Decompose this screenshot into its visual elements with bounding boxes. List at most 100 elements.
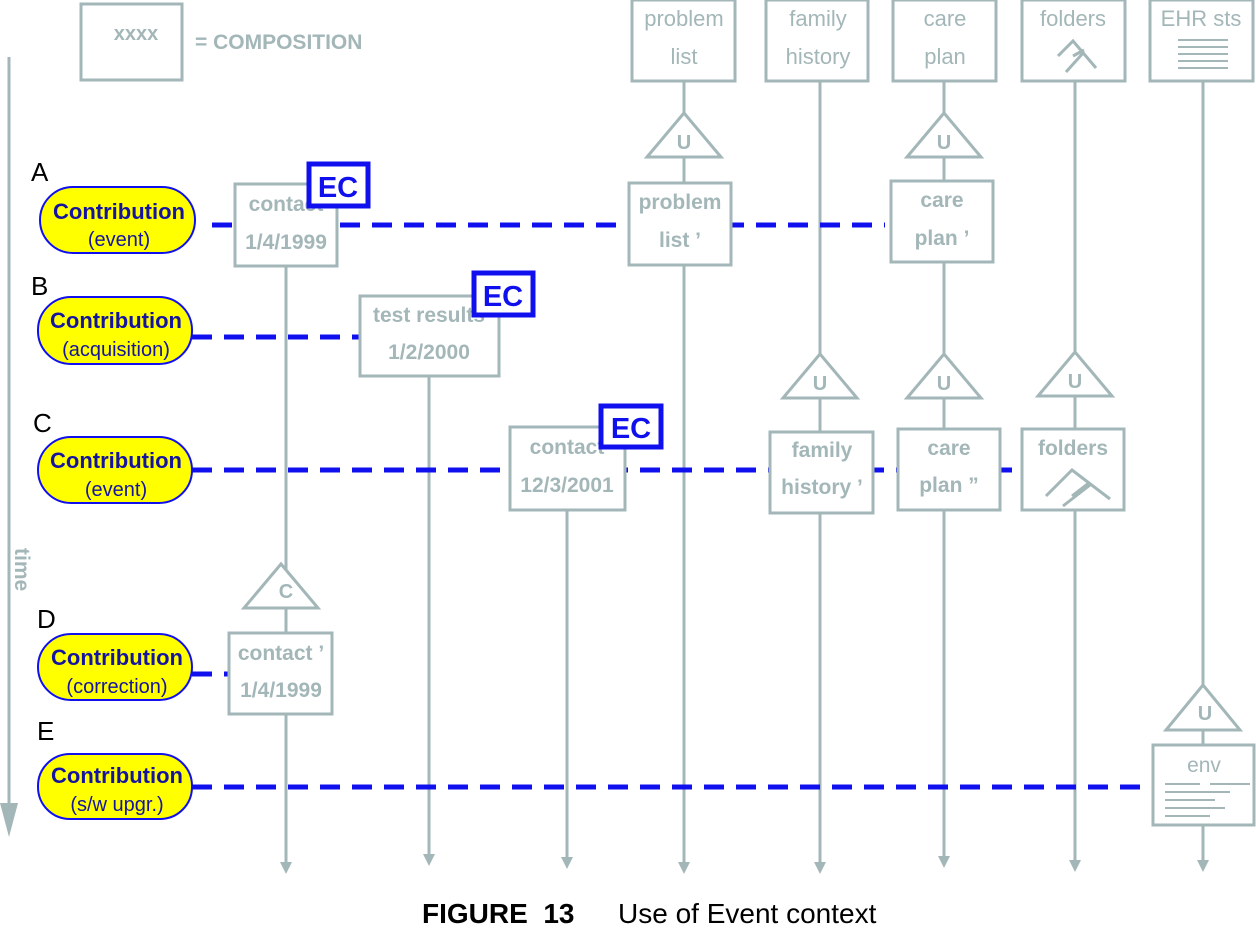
contribution-pill-e [37,753,193,820]
svg-text:U: U [937,132,951,154]
row-letter-a: A [31,157,49,187]
composition-care-plan-c: care plan ” [896,427,1002,512]
legend: xxxx = COMPOSITION [79,2,362,82]
svg-text:Contribution: Contribution [50,308,182,333]
column-header-problem-list: problem list [630,0,737,83]
svg-text:(event): (event) [85,479,147,501]
svg-text:EC: EC [611,413,651,445]
svg-text:(event): (event) [88,229,150,251]
compositions: contact 1/4/1999 problem list ’ care pla… [227,179,1256,827]
legend-label: = COMPOSITION [195,31,362,54]
row-letter-d: D [37,604,56,634]
svg-text:Contribution: Contribution [51,763,183,788]
contribution-row-b: B Contribution (acquisition) [31,271,193,365]
svg-text:folders: folders [1038,437,1108,460]
update-triangle-care-plan-a: U [903,110,985,159]
contribution-rows: A Contribution (event) B Contribution (a… [31,157,196,820]
svg-text:family: family [789,6,846,31]
svg-text:care: care [927,437,970,460]
composition-problem-list-a: problem list ’ [627,181,733,267]
composition-folders-c: folders [1020,427,1126,512]
column-header-ehr-status: EHR sts [1148,0,1255,83]
svg-text:Contribution: Contribution [50,448,182,473]
update-triangle-folders: U [1034,349,1116,398]
row-letter-c: C [33,408,52,438]
svg-text:1/4/1999: 1/4/1999 [240,679,322,702]
svg-text:12/3/2001: 12/3/2001 [520,474,614,497]
contribution-pill-d [37,633,193,701]
legend-box [79,2,184,82]
legend-box-text: xxxx [114,23,159,45]
svg-text:list: list [671,44,698,69]
ec-badge-c: EC [598,403,664,450]
svg-text:test results: test results [373,304,485,327]
composition-family-history-c: family history ’ [768,430,875,515]
contribution-row-a: A Contribution (event) [31,157,196,254]
svg-text:Contribution: Contribution [51,645,183,670]
svg-text:problem: problem [639,191,722,214]
contribution-row-c: C Contribution (event) [33,408,193,504]
svg-text:list ’: list ’ [659,229,701,252]
svg-text:env: env [1187,754,1221,777]
row-letter-e: E [37,716,54,746]
composition-test-results: test results 1/2/2000 [358,294,501,378]
column-header-folders: folders [1020,0,1127,83]
time-arrowhead [0,803,18,837]
svg-text:U: U [1198,703,1212,725]
svg-text:(s/w upgr.): (s/w upgr.) [70,794,163,816]
svg-text:(acquisition): (acquisition) [62,339,170,361]
svg-text:history ’: history ’ [781,476,863,499]
row-letter-b: B [31,271,48,301]
svg-text:Contribution: Contribution [53,199,185,224]
svg-text:EHR sts: EHR sts [1161,6,1242,31]
svg-text:C: C [279,581,293,603]
env-lines-icon [1165,783,1250,817]
svg-text:U: U [1068,371,1082,393]
contribution-row-e: E Contribution (s/w upgr.) [37,716,193,820]
svg-text:EC: EC [483,281,523,313]
folder-tree-icon [1044,468,1111,508]
column-header-family-history: family history [764,0,870,83]
composition-env: env [1151,743,1256,827]
svg-text:problem: problem [644,6,723,31]
svg-text:care: care [924,6,967,31]
svg-text:care: care [920,189,963,212]
svg-text:(correction): (correction) [66,676,167,698]
correction-triangle-contact: C [240,561,322,610]
ec-badge-b: EC [471,270,536,318]
time-label: time [10,548,33,591]
svg-text:1/2/2000: 1/2/2000 [388,341,470,364]
contribution-row-d: D Contribution (correction) [37,604,193,701]
composition-contact-d: contact ’ 1/4/1999 [227,631,334,716]
svg-text:contact: contact [249,193,324,216]
svg-text:history: history [786,44,851,69]
svg-text:U: U [813,373,827,395]
update-triangle-family-history: U [779,351,861,400]
svg-text:plan ’: plan ’ [915,227,970,250]
contribution-pill-a [39,186,196,254]
column-headers: problem list family history care plan fo… [630,0,1255,83]
update-triangle-problem-list: U [643,110,725,159]
folder-tree-icon [1056,38,1098,74]
svg-text:EC: EC [318,172,358,204]
update-triangle-ehr-status: U [1162,682,1244,732]
caption-text: Use of Event context [618,898,877,928]
svg-text:plan: plan [924,44,966,69]
contribution-pill-b [37,296,193,365]
svg-text:contact ’: contact ’ [238,642,324,665]
svg-text:U: U [937,373,951,395]
ehr-status-lines-icon [1178,39,1228,69]
version-markers: U U U U U C U [240,110,1244,732]
time-axis: time [0,57,33,837]
ec-badge-a: EC [306,161,371,209]
svg-text:plan ”: plan ” [919,474,979,497]
svg-text:family: family [792,439,853,462]
svg-text:U: U [677,132,691,154]
contribution-lines [192,222,1150,790]
column-header-care-plan: care plan [891,0,998,83]
svg-text:folders: folders [1040,6,1106,31]
event-context-badges: EC EC EC [306,161,664,450]
contribution-pill-c [37,436,193,504]
